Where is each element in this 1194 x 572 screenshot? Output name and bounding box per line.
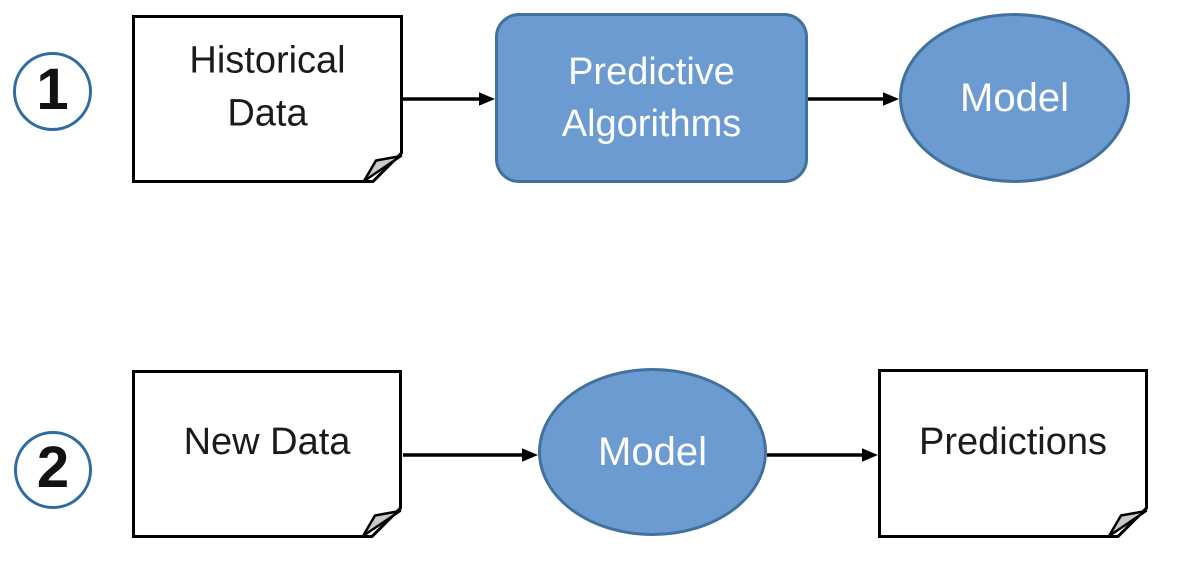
node-label: Model [960, 75, 1069, 120]
node-label: Algorithms [561, 103, 742, 145]
step-number: 1 [36, 56, 69, 122]
arrow-newdata-to-model [403, 448, 538, 462]
node-label: Model [598, 429, 707, 474]
node-historical-data: Historical Data [132, 15, 403, 183]
folded-corner [361, 509, 402, 538]
step-badge-1: 1 [13, 52, 92, 131]
arrow-historical-to-algorithms [403, 92, 495, 106]
document-shape [132, 370, 402, 538]
arrow-model-to-predictions [767, 448, 878, 462]
folded-corner [1107, 509, 1148, 538]
node-label: Predictive [568, 50, 735, 93]
node-label: Predictions [919, 420, 1107, 463]
node-new-data: New Data [132, 370, 402, 538]
step-badge-2: 2 [14, 431, 92, 509]
node-predictive-algorithms: Predictive Algorithms [495, 13, 808, 183]
node-model-1: Model [899, 13, 1130, 183]
node-label: New Data [183, 421, 351, 464]
document-shape [132, 15, 403, 183]
node-predictions: Predictions [878, 369, 1148, 538]
step-number: 2 [36, 435, 70, 500]
node-label: Historical Data [189, 39, 346, 135]
node-model-2: Model [538, 368, 767, 536]
folded-corner [362, 154, 403, 183]
document-shape [878, 369, 1148, 538]
arrow-algorithms-to-model [808, 92, 899, 106]
